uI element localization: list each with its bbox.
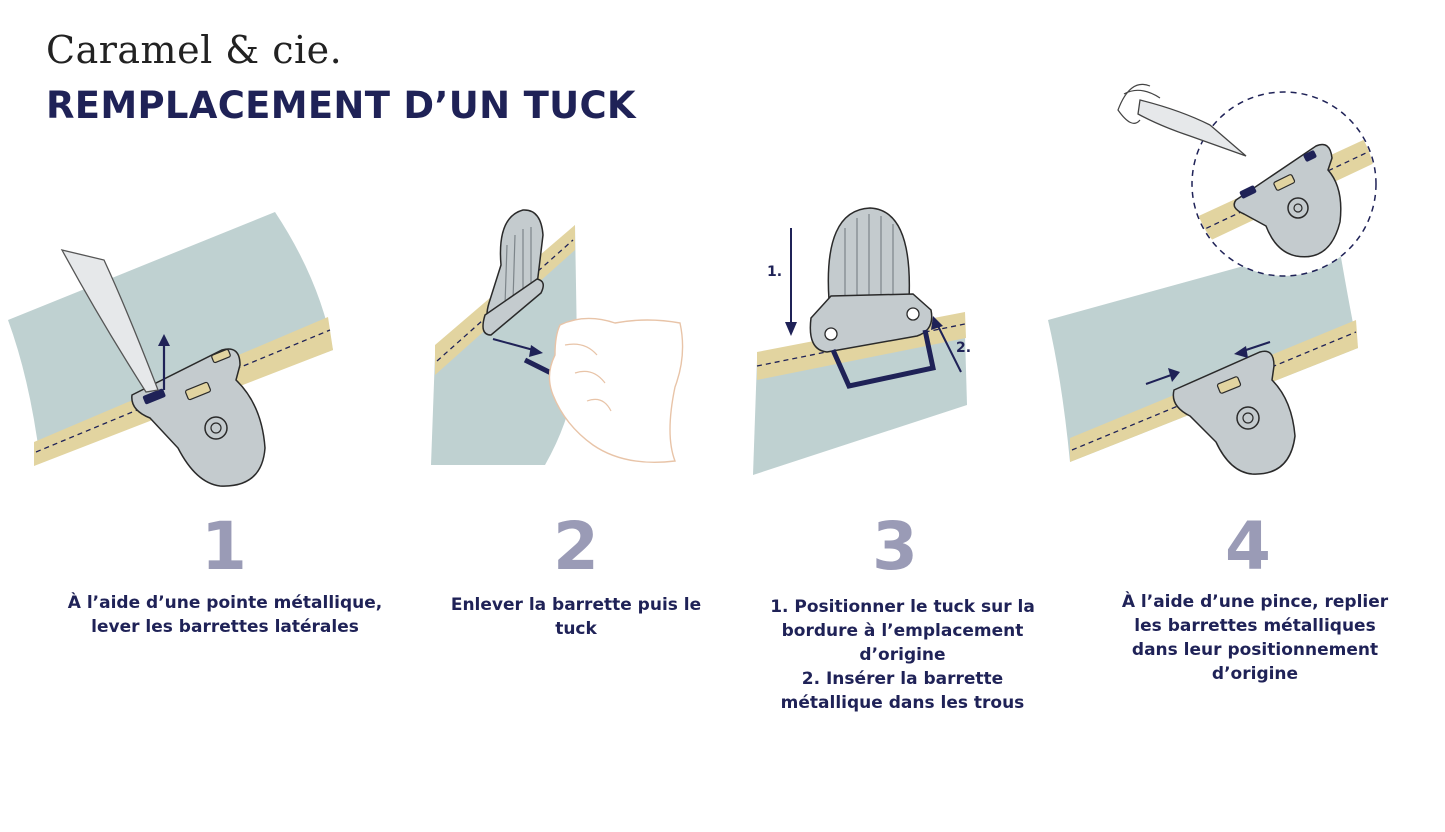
step-3-line: d’origine [859,645,946,665]
clip-rivet [1236,406,1260,430]
barrette-piece [830,329,936,389]
step-1-line: lever les barrettes latérales [91,617,359,637]
step-2-number: 2 [553,508,599,585]
step-2-line: Enlever la barrette puis le [450,595,702,615]
clip-body [131,348,266,487]
step-1-number: 1 [201,508,247,585]
stitch-line [35,329,331,453]
step-2-text: Enlever la barrette puis le tuck [420,593,732,641]
clip-body [1172,350,1296,475]
step-3-number: 3 [872,508,918,585]
pliers-icon [1137,99,1247,157]
tuck-base [809,293,933,353]
marker-down-label: 1. [767,264,783,280]
step-3-line: 1. Positionner le tuck sur la [770,597,1035,617]
pull-arrow [492,338,538,352]
fabric-strip [8,212,333,460]
step-2-line: tuck [555,619,597,639]
hand-outline [548,317,684,463]
metal-pointe [60,249,159,393]
step-4-number: 4 [1225,508,1271,585]
tuck-base [482,278,544,336]
step-4-line: d’origine [1211,664,1299,684]
step-3-line: bordure à l’emplacement [781,621,1024,641]
step-1-text: À l’aide d’une pointe métallique, lever … [40,591,410,639]
step-4-line: dans leur positionnement [1131,640,1379,660]
step-1-illustration [8,212,333,487]
tuck-hole [824,327,838,341]
clip-slot [185,381,211,401]
step-3-illustration [753,207,967,475]
step-3-line: métallique dans les trous [780,693,1025,713]
brand-logo: Caramel & cie. [46,28,343,72]
step-1-line: À l’aide d’une pointe métallique, [67,593,383,613]
page-title: REMPLACEMENT D’UN TUCK [46,84,636,127]
step-3-line: 2. Insérer la barrette [801,669,1004,689]
step-4-text: À l’aide d’une pince, replier les barret… [1100,590,1410,686]
marker-up-label: 2. [956,340,972,356]
step-4-line: À l’aide d’une pince, replier [1121,592,1389,612]
clip-rivet [204,416,228,440]
fabric-strip [1048,240,1358,462]
step-2-illustration [431,209,684,465]
step-4-illustration [1048,83,1377,475]
arrow-left-in [1145,373,1175,385]
arrow-up [936,323,962,373]
step-4-line: les barrettes métalliques [1134,616,1376,636]
clip-barrette [142,388,166,405]
step-3-text: 1. Positionner le tuck sur la bordure à … [740,595,1065,715]
